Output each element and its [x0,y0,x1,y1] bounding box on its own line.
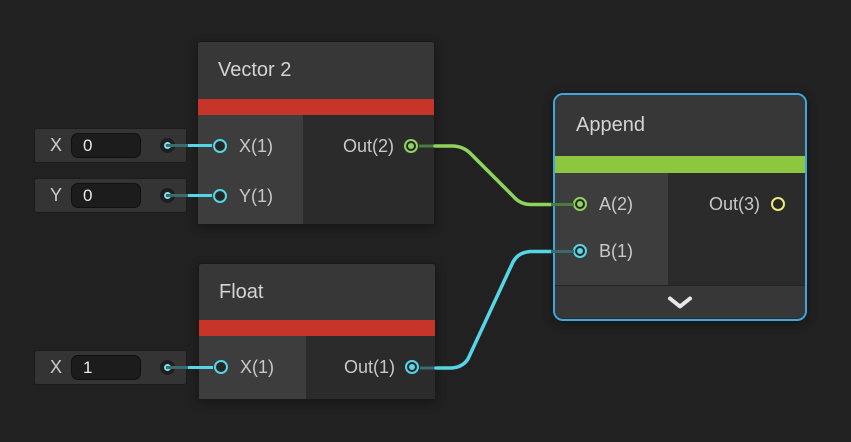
node-append[interactable]: Append A(2) B(1) Out(3) [553,93,807,321]
port-label: Out(3) [708,193,760,214]
input-port-x-icon[interactable] [213,139,227,153]
value-text: 0 [83,185,93,205]
port-label: X(1) [240,356,275,377]
input-port-x-icon[interactable] [214,360,228,374]
input-port-y-icon[interactable] [213,189,227,203]
port-label: X(1) [239,135,274,156]
widget-connector-dot[interactable] [160,360,175,375]
value-input-x[interactable]: 0 [71,133,141,158]
value-widget-x0: X 0 [34,128,187,163]
value-widget-y0: Y 0 [34,178,187,213]
port-row-x: X(1) [213,128,303,164]
widget-label: X [49,357,62,377]
type-color-bar [555,156,805,173]
type-color-bar [199,320,435,336]
node-title: Append [576,114,645,136]
value-input-x[interactable]: 1 [71,355,141,380]
edge-float-to-append[interactable] [434,249,553,370]
port-row-a: A(2) [573,186,668,222]
node-vector2[interactable]: Vector 2 X(1) Y(1) Out(2) [197,41,435,225]
port-row-b: B(1) [573,233,668,269]
port-row-x: X(1) [214,349,306,385]
port-label: Out(2) [342,135,394,156]
output-port-out-icon[interactable] [404,139,418,153]
widget-connector-dot[interactable] [160,138,175,153]
node-vector2-header[interactable]: Vector 2 [198,42,434,99]
value-text: 0 [83,135,93,155]
port-row-y: Y(1) [213,178,303,214]
node-append-header[interactable]: Append [555,95,805,156]
port-label: Out(1) [343,356,395,377]
node-title: Vector 2 [218,59,292,81]
port-label: A(2) [599,193,634,214]
port-row-out: Out(1) [344,349,419,385]
widget-connector-dot[interactable] [160,188,175,203]
output-port-out-icon[interactable] [771,197,785,211]
port-row-out: Out(2) [343,128,418,164]
value-text: 1 [83,357,93,377]
value-widget-x1: X 1 [34,350,187,385]
port-row-out: Out(3) [709,186,785,222]
node-float-header[interactable]: Float [199,264,435,320]
chevron-down-icon [668,296,692,308]
node-float[interactable]: Float X(1) Out(1) [198,263,436,400]
widget-label: X [49,135,62,155]
port-label: Y(1) [239,185,274,206]
edge-vector2-to-append[interactable] [433,144,553,207]
node-title: Float [219,280,264,303]
input-port-b-icon[interactable] [573,244,587,258]
node-collapse-button[interactable] [555,285,805,318]
value-input-y[interactable]: 0 [71,183,141,208]
output-port-out-icon[interactable] [405,360,419,374]
type-color-bar [198,99,434,115]
input-port-a-icon[interactable] [573,197,587,211]
port-label: B(1) [599,240,634,261]
widget-label: Y [49,185,62,205]
